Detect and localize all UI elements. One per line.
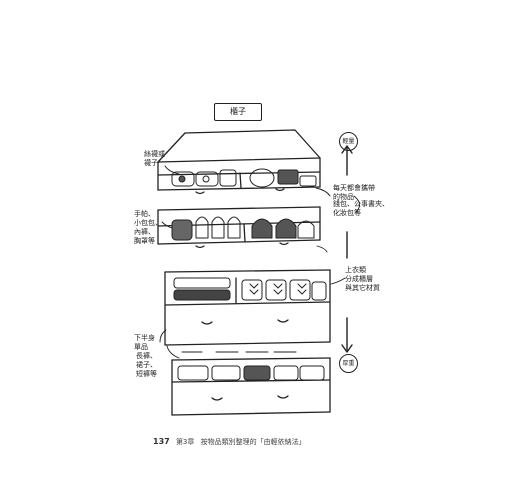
drawer-3-tops (164, 269, 331, 346)
dresser-title: 櫃子 (214, 103, 262, 121)
weight-scale-arrow (341, 145, 353, 353)
drawer-4-bottoms (171, 351, 331, 416)
annotation-bottoms-examples: 長褲、 裙子、 短褲等 (136, 352, 157, 378)
annotation-bottoms: 下半身 單品 (134, 334, 155, 351)
folded-underwear (171, 216, 315, 241)
drawer-1-light-items (157, 129, 321, 195)
drawer-2-accessories (157, 206, 321, 249)
daily-carry-items (249, 168, 317, 188)
rolled-socks (171, 169, 237, 187)
chapter-label: 第3章 (175, 438, 195, 446)
scale-top-light: 輕量 (339, 132, 358, 151)
annotation-daily-items: 每天都會攜帶 的物品 (333, 184, 375, 201)
chapter-title: 按物品類別整理的「由輕依納法」 (200, 438, 306, 446)
scale-bottom-heavy: 厚重 (339, 354, 358, 373)
page-footer: 137 第3章 按物品類別整理的「由輕依納法」 (153, 437, 306, 447)
annotation-accessories: 手帕、 小包包、 內褲、 胸罩等 (134, 210, 162, 245)
annotation-daily-examples: 錢包、公事書夾、 化妝包等 (333, 200, 389, 217)
page-number: 137 (153, 437, 170, 446)
annotation-socks: 絲襪或 襪子 (144, 150, 165, 167)
annotation-tops: 上衣類 分成櫃層 與其它材質 (345, 266, 380, 292)
